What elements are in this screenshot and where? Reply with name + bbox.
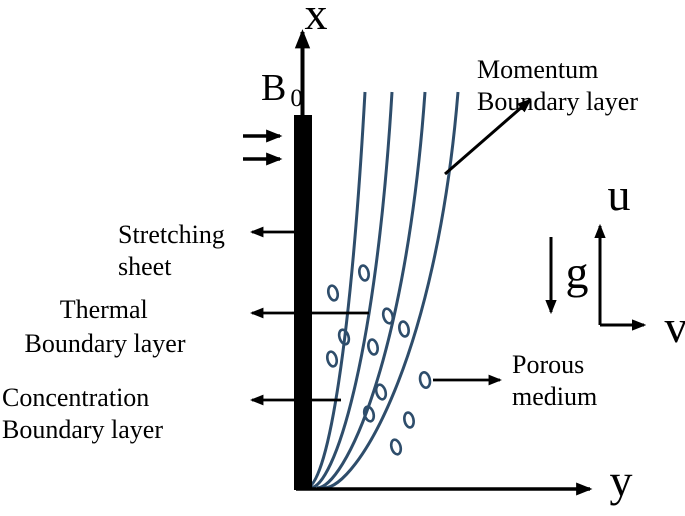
porous-label-line2: medium xyxy=(512,382,597,411)
porous-particle xyxy=(398,320,410,338)
boundary-curve-4 xyxy=(323,91,460,490)
porous-particle xyxy=(337,328,351,346)
gravity-label: g xyxy=(566,247,589,298)
concentration-label-line2: Boundary layer xyxy=(2,415,163,444)
magnetic-field-label: B 0 xyxy=(261,67,303,112)
porous-particle xyxy=(418,371,432,389)
boundary-curve-1 xyxy=(305,91,367,490)
v-axis-label: v xyxy=(665,301,685,352)
porous-medium-label: Porous medium xyxy=(512,350,597,411)
stretching-label-line2: sheet xyxy=(118,252,172,281)
thermal-label-line1: Thermal xyxy=(60,295,148,324)
momentum-label-line1: Momentum xyxy=(477,55,598,84)
stretching-label-line1: Stretching xyxy=(118,220,225,249)
boundary-curve-3 xyxy=(316,91,427,490)
momentum-layer-pointer-arrow xyxy=(444,98,532,176)
u-axis-label: u xyxy=(608,169,631,220)
porous-label-line1: Porous xyxy=(512,350,584,379)
stretching-sheet-bar xyxy=(294,115,312,490)
stretching-sheet-label: Stretching sheet xyxy=(118,220,231,281)
magnetic-field-arrows xyxy=(243,129,283,166)
porous-particle xyxy=(374,383,388,401)
x-axis-label: x xyxy=(305,0,328,39)
boundary-layer-curves xyxy=(305,91,460,490)
porous-particle xyxy=(389,438,403,456)
porous-particle xyxy=(403,411,415,429)
concentration-label-line1: Concentration xyxy=(2,383,149,412)
magnetic-field-symbol: B xyxy=(261,67,286,109)
porous-particle xyxy=(358,264,370,282)
velocity-axes xyxy=(545,223,647,331)
concentration-boundary-layer-label: Concentration Boundary layer xyxy=(2,383,163,444)
porous-particle xyxy=(362,405,376,423)
porous-particle xyxy=(325,350,339,368)
porous-particle xyxy=(367,338,379,356)
porous-particle xyxy=(326,284,340,302)
porous-particle xyxy=(381,307,395,325)
magnetic-field-subscript: 0 xyxy=(290,85,303,112)
thermal-label-line2: Boundary layer xyxy=(24,329,185,358)
porous-medium-particles xyxy=(325,264,432,456)
thermal-boundary-layer-label: Thermal Boundary layer xyxy=(24,295,185,358)
boundary-curve-2 xyxy=(309,91,394,490)
momentum-label-line2: Boundary layer xyxy=(477,87,638,116)
y-axis-label: y xyxy=(610,455,633,506)
momentum-boundary-layer-label: Momentum Boundary layer xyxy=(477,55,638,116)
